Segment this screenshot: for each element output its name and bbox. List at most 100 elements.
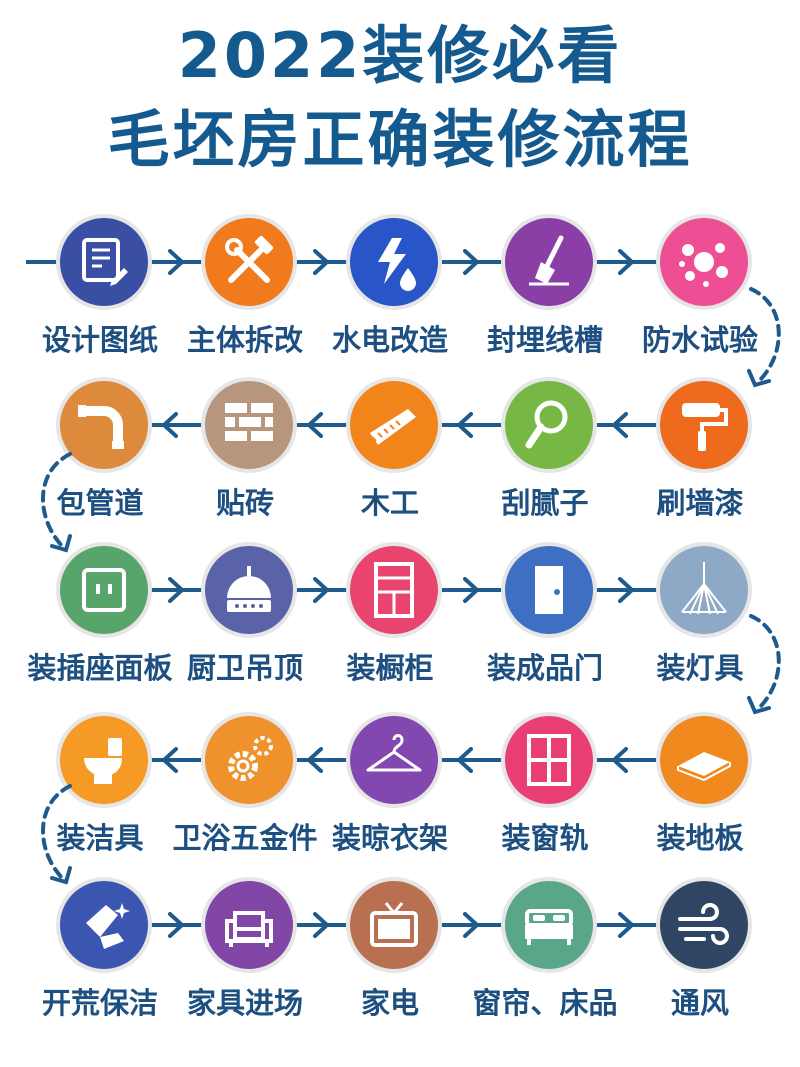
pipe-elbow-icon (78, 405, 124, 449)
flow-arrow-right-icon (312, 912, 329, 938)
step-pipe-elbow: 包管道 (25, 377, 175, 527)
step-circle (201, 542, 297, 638)
step-circle (346, 877, 442, 973)
dashed-connector-right-icon (747, 287, 781, 388)
shovel-icon (529, 235, 569, 286)
step-label: 装窗轨 (501, 821, 589, 855)
flow-arrow-right-icon (167, 912, 184, 938)
step-label: 封埋线槽 (486, 323, 603, 357)
brick-wall-icon (225, 403, 273, 441)
step-circle (656, 542, 752, 638)
flow-arrow-left-icon (456, 412, 473, 438)
step-paint-roller: 刷墙漆 (625, 377, 775, 527)
step-socket-panel: 装插座面板 (25, 542, 175, 692)
flow-arrow-left-icon (161, 412, 178, 438)
step-circle (201, 877, 297, 973)
step-handsaw: 木工 (315, 377, 465, 527)
step-armchair: 家具进场 (170, 877, 320, 1027)
step-floor-plank: 装地板 (625, 712, 775, 862)
step-television: 家电 (315, 877, 465, 1027)
splash-icon (679, 243, 728, 287)
flow-arrow-right-icon (167, 577, 184, 603)
wind-icon (678, 903, 729, 945)
door-icon (535, 566, 563, 614)
step-gears: 卫浴五金件 (170, 712, 320, 862)
step-toilet: 装洁具 (25, 712, 175, 862)
armchair-icon (225, 911, 273, 947)
step-wind: 通风 (625, 877, 775, 1027)
step-splash: 防水试验 (625, 214, 775, 364)
title-block: 2022装修必看 毛坯房正确装修流程 (0, 14, 800, 182)
dashed-connector-left-icon (41, 784, 72, 885)
flow-arrow-right-icon (617, 249, 634, 275)
flow-arrow-right-icon (312, 577, 329, 603)
step-shovel: 封埋线槽 (470, 214, 620, 364)
step-circle (346, 214, 442, 310)
step-cleaning-hand: 开荒保洁 (25, 877, 175, 1027)
page-title-line1: 2022装修必看 (177, 19, 623, 92)
flow-arrow-right-icon (462, 249, 479, 275)
paint-roller-icon (682, 403, 728, 451)
step-circle (501, 377, 597, 473)
step-hammer-wrench: 主体拆改 (170, 214, 320, 364)
gears-icon (228, 736, 273, 781)
step-circle (656, 377, 752, 473)
step-circle (201, 377, 297, 473)
step-circle (501, 542, 597, 638)
step-circle (346, 712, 442, 808)
step-label: 卫浴五金件 (172, 821, 318, 855)
lightning-waterdrop-icon (378, 238, 416, 291)
step-circle (501, 712, 597, 808)
flow-arrow-right-icon (462, 912, 479, 938)
step-circle (346, 542, 442, 638)
handsaw-icon (370, 409, 416, 445)
blueprint-ruler-pencil-icon (82, 238, 128, 286)
dashed-connector-left-icon (41, 452, 72, 553)
flow-arrow-left-icon (456, 747, 473, 773)
page-title-line2: 毛坯房正确装修流程 (107, 103, 693, 176)
television-icon (370, 902, 418, 947)
step-label: 窗帘、床品 (472, 986, 618, 1020)
hammer-wrench-icon (225, 235, 274, 283)
step-clothes-hanger: 装晾衣架 (315, 712, 465, 862)
step-circle (56, 877, 152, 973)
step-label: 主体拆改 (186, 323, 303, 357)
flow-arrow-left-icon (306, 747, 323, 773)
step-circle (346, 377, 442, 473)
flow-arrow-left-icon (161, 747, 178, 773)
step-label: 装灯具 (656, 651, 744, 685)
flow-arrow-right-icon (167, 249, 184, 275)
step-circle (56, 214, 152, 310)
step-label: 通风 (670, 986, 729, 1020)
step-bed: 窗帘、床品 (470, 877, 620, 1027)
step-label: 家具进场 (186, 986, 303, 1020)
step-pendant-lamp: 装灯具 (625, 542, 775, 692)
flow-arrow-left-icon (611, 412, 628, 438)
floor-plank-icon (677, 752, 731, 782)
step-label: 家电 (360, 986, 419, 1020)
step-circle (656, 712, 752, 808)
ceiling-light-icon (227, 566, 271, 612)
step-label: 贴砖 (215, 486, 274, 520)
step-circle (656, 877, 752, 973)
step-label: 装插座面板 (27, 651, 173, 685)
window-icon (527, 734, 571, 786)
step-label: 装成品门 (486, 651, 603, 685)
flow-arrow-right-icon (617, 912, 634, 938)
step-label: 水电改造 (331, 323, 448, 357)
socket-panel-icon (82, 568, 126, 612)
cleaning-hand-icon (86, 903, 130, 949)
scraper-icon (525, 400, 568, 449)
step-circle (56, 377, 152, 473)
step-label: 厨卫吊顶 (186, 651, 303, 685)
step-circle (656, 214, 752, 310)
step-label: 装橱柜 (346, 651, 434, 685)
clothes-hanger-icon (366, 734, 422, 772)
flow-arrow-right-icon (462, 577, 479, 603)
step-label: 包管道 (56, 486, 144, 520)
step-circle (201, 712, 297, 808)
step-blueprint-ruler-pencil: 设计图纸 (25, 214, 175, 364)
step-lightning-waterdrop: 水电改造 (315, 214, 465, 364)
step-circle (501, 877, 597, 973)
